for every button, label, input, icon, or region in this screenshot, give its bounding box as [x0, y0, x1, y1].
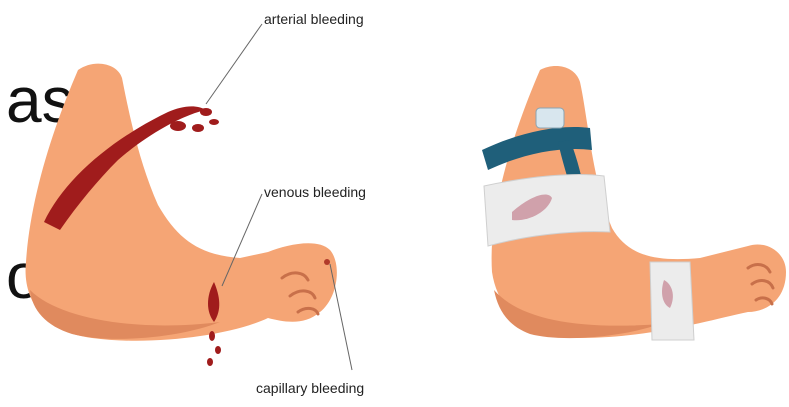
treated-arm-illustration: [482, 66, 786, 340]
blood-drop: [215, 346, 221, 354]
bleeding-arm-illustration: arterial bleeding venous bleeding capill…: [26, 11, 366, 396]
blood-drop: [200, 108, 212, 116]
blood-drop: [207, 358, 213, 366]
venous-bleeding-label: venous bleeding: [264, 184, 366, 200]
capillary-leader-line: [330, 264, 352, 370]
arterial-leader-line: [206, 24, 262, 104]
blood-drop: [209, 119, 219, 125]
blood-drop: [192, 124, 204, 132]
arterial-bleeding-label: arterial bleeding: [264, 11, 364, 27]
capillary-bleeding-spot: [324, 259, 330, 265]
blood-drop: [170, 121, 186, 131]
capillary-bleeding-label: capillary bleeding: [256, 380, 364, 396]
blood-drop: [209, 331, 215, 341]
tourniquet-buckle: [536, 108, 564, 128]
